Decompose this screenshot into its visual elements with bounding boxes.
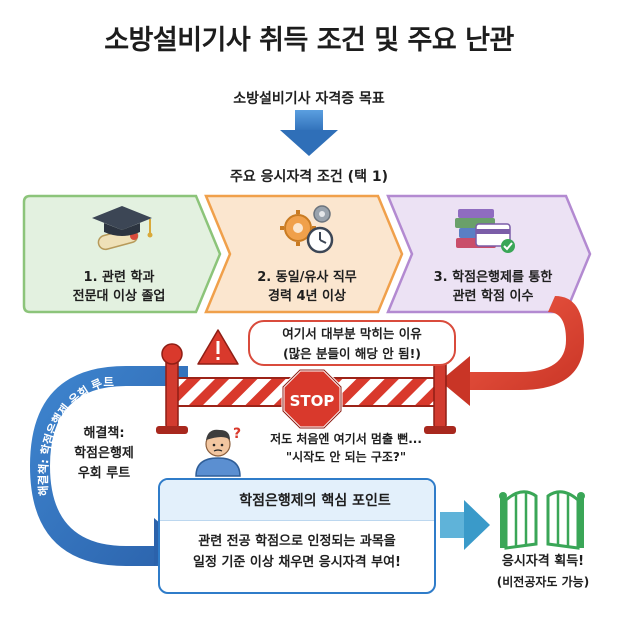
result-text: 응시자격 획득! (비전공자도 가능) <box>478 552 608 592</box>
condition-2-line1: 2. 동일/유사 직무 <box>257 270 357 285</box>
books-card-icon <box>455 209 515 253</box>
warning-line2: (많은 분들이 해당 안 됨!) <box>282 346 422 361</box>
goal-label: 소방설비기사 자격증 목표 <box>233 91 385 107</box>
page-title: 소방설비기사 취득 조건 및 주요 난관 <box>104 25 514 56</box>
core-line2: 일정 기준 이상 채우면 응시자격 부여! <box>193 555 401 570</box>
condition-3-line1: 3. 학점은행제를 통한 <box>433 270 553 285</box>
core-point-title: 학점은행제의 핵심 포인트 <box>239 493 391 509</box>
gears-clock-icon <box>280 205 334 254</box>
solution-line3: 우회 루트 <box>77 466 131 481</box>
condition-card-1 <box>22 194 222 314</box>
result-line2: (비전공자도 가능) <box>496 575 590 589</box>
warning-icon <box>197 329 239 365</box>
condition-1-line1: 1. 관련 학과 <box>83 270 155 285</box>
condition-1-line2: 전문대 이상 졸업 <box>72 289 166 304</box>
graduation-cap-diploma-icon <box>92 206 153 251</box>
stop-sign-label: STOP <box>289 392 335 410</box>
condition-3-line2: 관련 학점 이수 <box>452 289 534 304</box>
solution-line1: 해결책: <box>83 426 125 441</box>
svg-text:?: ? <box>233 426 241 442</box>
red-curve-arrow <box>440 296 584 406</box>
core-point-header: 학점은행제의 핵심 포인트 <box>160 480 434 521</box>
solution-label: 해결책: 학점은행제 우회 루트 <box>62 424 146 484</box>
conditions-label: 주요 응시자격 조건 (택 1) <box>230 169 388 185</box>
quote-line2: "시작도 안 되는 구조?" <box>285 450 407 464</box>
quote-line1: 저도 처음엔 여기서 멈출 뻔... <box>270 432 422 446</box>
warning-line1: 여기서 대부분 막히는 이유 <box>282 326 422 341</box>
core-line1: 관련 전공 학점으로 인정되는 과목을 <box>198 534 396 549</box>
stop-sign-icon <box>281 368 343 430</box>
core-point-box: 학점은행제의 핵심 포인트 관련 전공 학점으로 인정되는 과목을 일정 기준 … <box>158 478 436 594</box>
condition-2-line2: 경력 4년 이상 <box>268 289 346 304</box>
confused-person-icon: ? <box>195 426 241 477</box>
core-point-body: 관련 전공 학점으로 인정되는 과목을 일정 기준 이상 채우면 응시자격 부여… <box>160 521 434 573</box>
condition-3-text: 3. 학점은행제를 통한 관련 학점 이수 <box>402 268 584 306</box>
quote-text: 저도 처음엔 여기서 멈출 뻔... "시작도 안 되는 구조?" <box>236 430 456 466</box>
condition-2-text: 2. 동일/유사 직무 경력 4년 이상 <box>222 268 392 306</box>
condition-1-text: 1. 관련 학과 전문대 이상 졸업 <box>34 268 204 306</box>
result-line1: 응시자격 획득! <box>501 554 585 569</box>
core-to-gate-arrow <box>440 500 490 550</box>
goal-down-arrow <box>280 110 338 156</box>
solution-line2: 학점은행제 <box>74 446 134 461</box>
condition-card-2 <box>204 194 404 314</box>
warning-bubble: 여기서 대부분 막히는 이유 (많은 분들이 해당 안 됨!) <box>248 320 456 366</box>
gate-icon <box>499 490 585 550</box>
